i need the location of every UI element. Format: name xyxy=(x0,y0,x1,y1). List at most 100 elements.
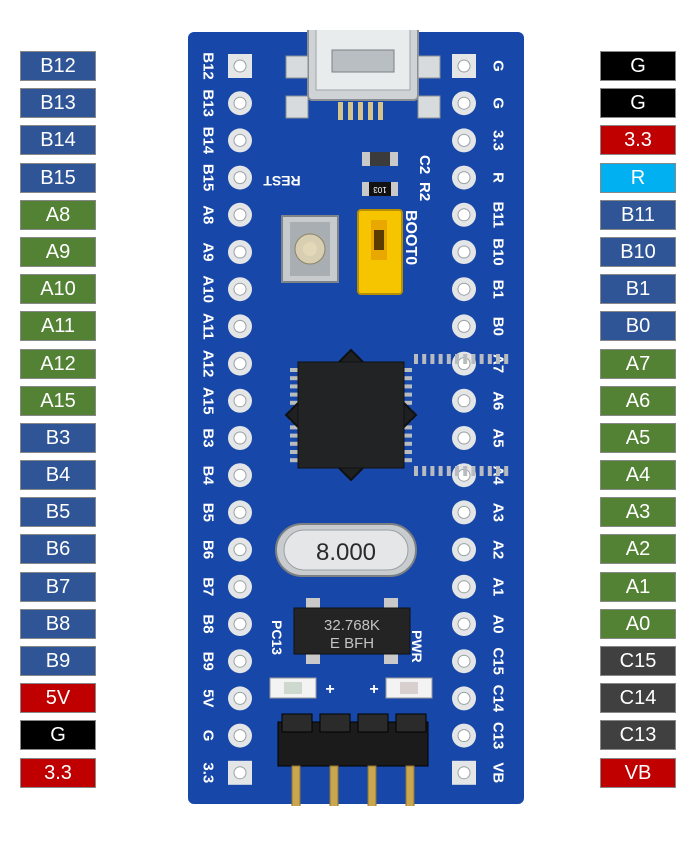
micro-usb-connector xyxy=(285,30,441,120)
chip-pin xyxy=(479,466,484,476)
right-holes-hole-11 xyxy=(457,431,471,445)
right-holes-hole-8 xyxy=(457,319,471,333)
chip-pin xyxy=(463,354,468,364)
right-silk-text-20: VB xyxy=(490,762,507,783)
right-silk-text-19: C13 xyxy=(490,722,507,750)
right-pin-10: A6 xyxy=(600,385,676,416)
chip-pin xyxy=(471,466,476,476)
chip-pin xyxy=(290,450,300,454)
left-silk-text-16: B8 xyxy=(200,614,217,633)
left-silk-text-12: B4 xyxy=(200,466,217,486)
left-silk-text-9: A12 xyxy=(200,350,217,378)
chip-pin xyxy=(290,458,300,463)
right-silk-text-15: A1 xyxy=(490,577,507,596)
pc13-plus: + xyxy=(325,681,334,698)
left-silk-text-6: A9 xyxy=(200,242,217,261)
rtc-crystal-line1: 32.768K xyxy=(324,617,380,634)
right-silk-text-5: B11 xyxy=(490,201,507,228)
left-silk-text-19: G xyxy=(200,730,217,742)
right-holes-hole-4 xyxy=(457,171,471,185)
crystal-32k: 32.768K E BFH xyxy=(293,598,411,664)
left-holes-hole-12 xyxy=(233,468,247,482)
crystal-label: 8.000 xyxy=(316,539,376,566)
left-holes-hole-4 xyxy=(233,171,247,185)
right-pin-13: A3 xyxy=(600,497,676,528)
right-silk-text-8: B0 xyxy=(490,317,507,336)
left-pin-13: B5 xyxy=(20,497,96,528)
left-pin-18: 5V xyxy=(20,683,96,714)
right-pin-9: A7 xyxy=(600,348,676,379)
boot0-jumper[interactable] xyxy=(357,209,403,295)
left-pin-7: A10 xyxy=(20,274,96,305)
right-pin-7: B1 xyxy=(600,274,676,305)
left-pin-14: B6 xyxy=(20,534,96,565)
c2-label: C2 xyxy=(416,155,433,174)
right-pin-5: B11 xyxy=(600,199,676,230)
pwr-label: PWR xyxy=(409,630,425,663)
chip-pin xyxy=(487,354,492,364)
left-holes-hole-19 xyxy=(233,729,247,743)
right-pin-19: C13 xyxy=(600,720,676,751)
left-holes-hole-11 xyxy=(233,431,247,445)
chip-pin xyxy=(402,400,412,405)
chip-pin xyxy=(430,354,435,364)
blue-pill-board: B12B13B14B15A8A9A10A11A12A15B3B4B5B6B7B8… xyxy=(188,30,524,806)
chip-pin xyxy=(471,354,476,364)
left-holes-hole-15 xyxy=(233,580,247,594)
pc13-led xyxy=(269,677,317,699)
right-silk-text-17: C15 xyxy=(490,647,507,675)
chip-pin xyxy=(496,466,500,476)
right-pin-4: R xyxy=(600,162,676,193)
left-silk-text-13: B5 xyxy=(200,503,217,522)
right-silk-text-4: R xyxy=(490,172,507,183)
left-silk-text-4: B15 xyxy=(200,164,217,192)
right-header-holes xyxy=(452,54,476,785)
right-holes-hole-17 xyxy=(457,654,471,668)
chip-pin xyxy=(479,354,484,364)
right-silk-text-3: 3.3 xyxy=(490,130,507,151)
chip-pin xyxy=(290,368,300,372)
right-holes-hole-6 xyxy=(457,245,471,259)
right-silk-text-16: A0 xyxy=(490,614,507,633)
reset-button[interactable] xyxy=(281,215,339,283)
left-holes-hole-20 xyxy=(233,766,247,780)
right-holes-hole-1 xyxy=(457,59,471,73)
right-pin-8: B0 xyxy=(600,311,676,342)
left-silk-text-15: B7 xyxy=(200,577,217,596)
left-holes-hole-13 xyxy=(233,505,247,519)
left-pin-5: A8 xyxy=(20,199,96,230)
chip-pin xyxy=(290,441,300,446)
chip-pin xyxy=(402,425,412,430)
chip-pin xyxy=(402,368,412,372)
rtc-crystal-line2: E BFH xyxy=(330,635,374,652)
chip-pin xyxy=(455,354,459,364)
left-silk-text-3: B14 xyxy=(200,127,217,155)
right-silk-text-6: B10 xyxy=(490,238,507,266)
chip-pin xyxy=(402,450,412,454)
left-pin-4: B15 xyxy=(20,162,96,193)
chip-pin xyxy=(438,354,443,364)
chip-pin xyxy=(414,466,418,476)
left-holes-hole-2 xyxy=(233,96,247,110)
left-silk-text-17: B9 xyxy=(200,652,217,671)
right-holes-hole-3 xyxy=(457,133,471,147)
chip-pin xyxy=(455,466,459,476)
left-silk-text-14: B6 xyxy=(200,540,217,559)
right-holes-hole-19 xyxy=(457,729,471,743)
right-pin-2: G xyxy=(600,88,676,119)
right-holes-hole-5 xyxy=(457,208,471,222)
left-holes-hole-5 xyxy=(233,208,247,222)
left-pin-1: B12 xyxy=(20,51,96,81)
left-pin-16: B8 xyxy=(20,608,96,639)
right-silk-text-18: C14 xyxy=(490,685,507,713)
right-pin-14: A2 xyxy=(600,534,676,565)
chip-pin xyxy=(402,458,412,463)
right-pin-17: C15 xyxy=(600,646,676,676)
chip-pin xyxy=(402,433,412,438)
right-silk-text-10: A6 xyxy=(490,391,507,410)
right-holes-hole-2 xyxy=(457,96,471,110)
left-silk-text-20: 3.3 xyxy=(200,762,217,783)
left-pin-3: B14 xyxy=(20,125,96,156)
